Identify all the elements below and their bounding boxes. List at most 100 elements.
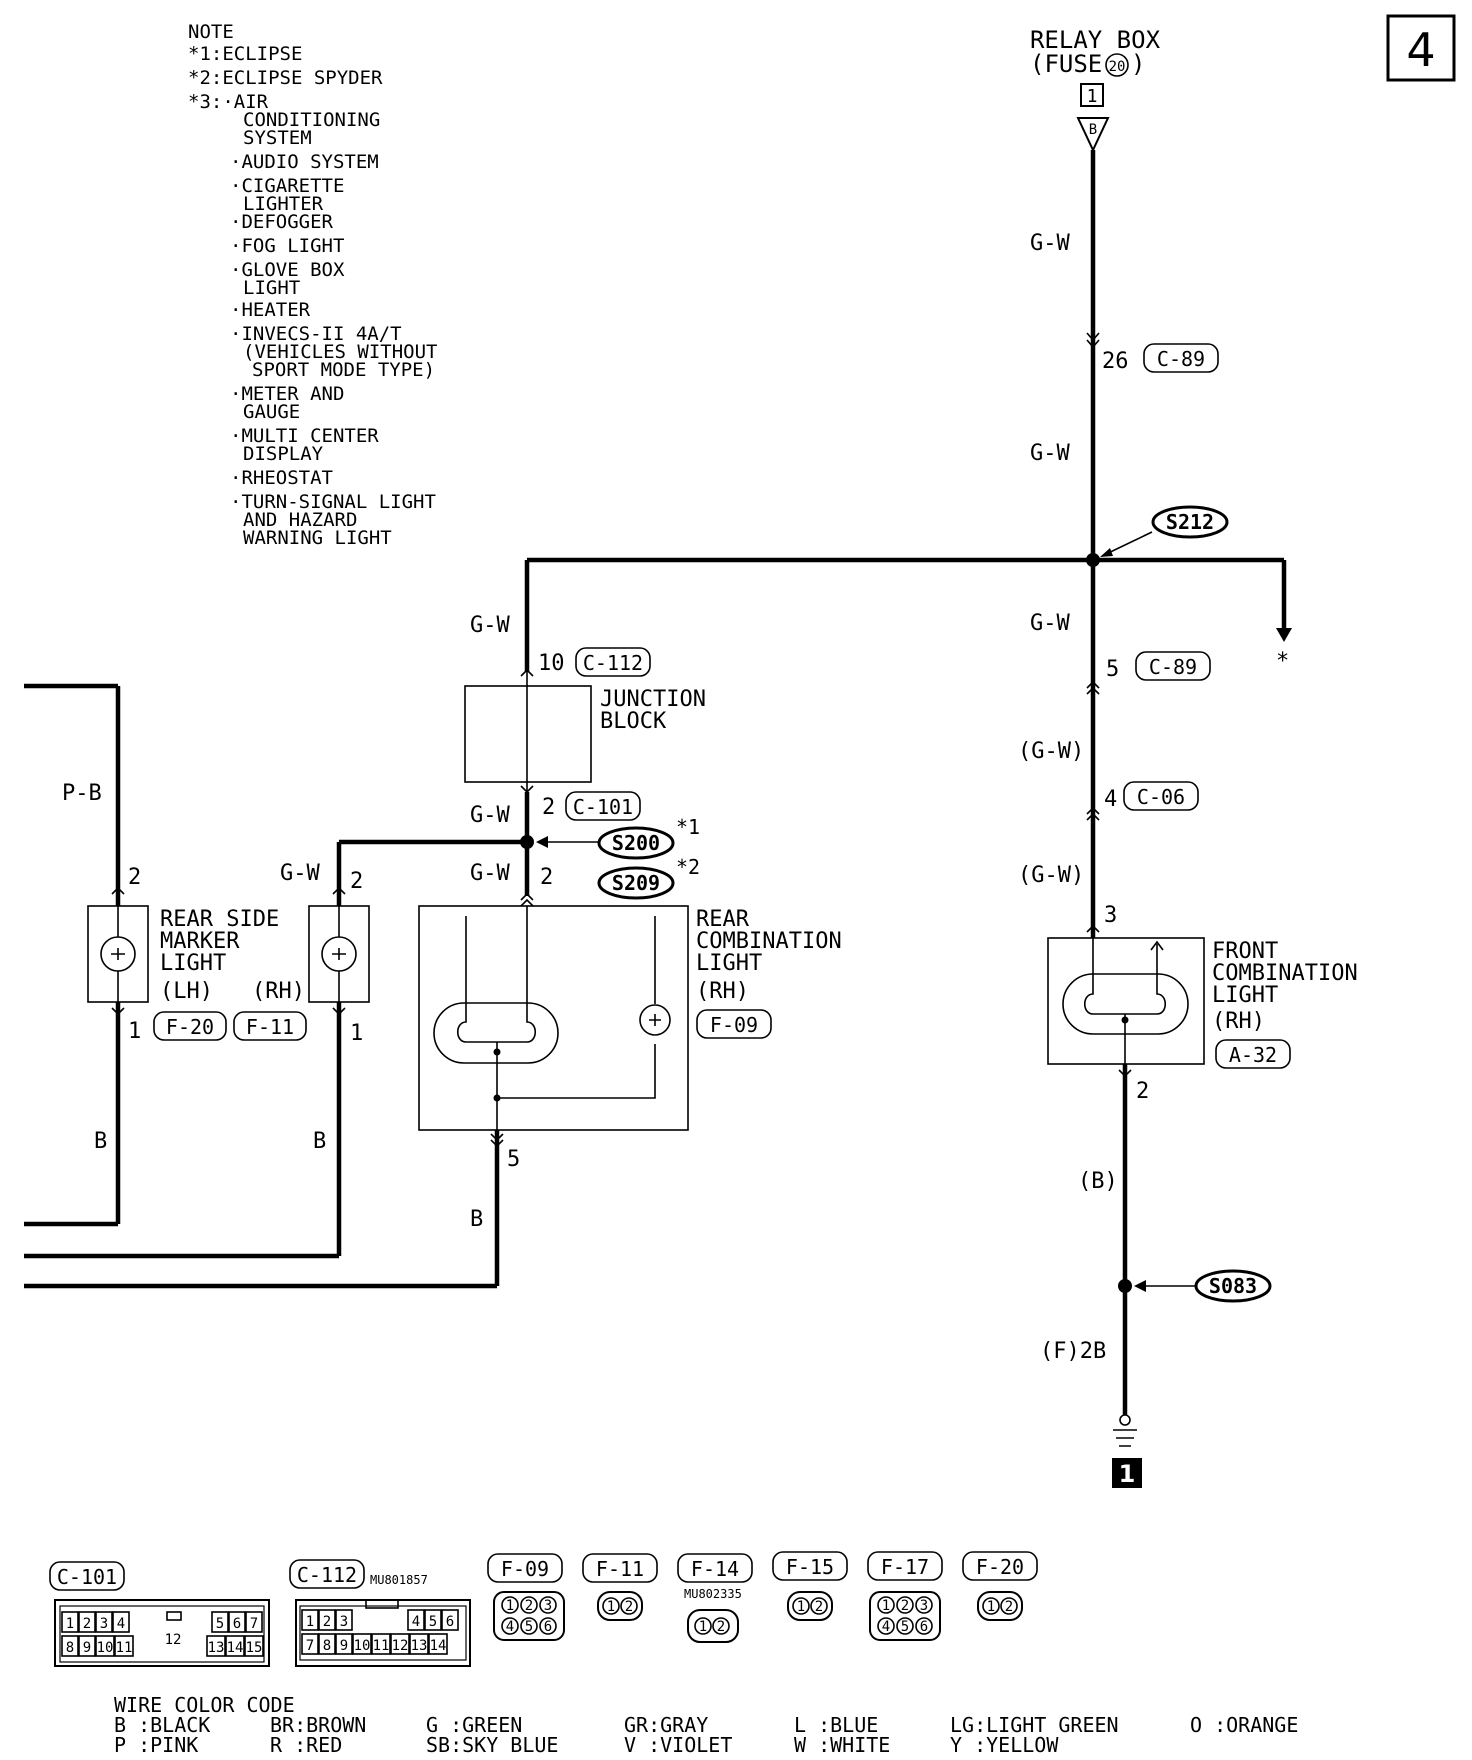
pin-label: 1	[607, 1599, 615, 1615]
connector-chevron	[1086, 332, 1100, 349]
f09-pins: 1 2 3 4 5 6	[501, 1596, 557, 1635]
splice-s083-arrowhead	[1134, 1280, 1146, 1292]
connector-chevron	[1086, 806, 1100, 821]
connector-f20: F-20	[166, 1015, 214, 1039]
pin-label: 2	[717, 1619, 725, 1635]
pin-5: 5	[1106, 657, 1119, 682]
pin-circle	[712, 1617, 730, 1635]
pin-label: 2	[815, 1599, 823, 1615]
connector-tag-f11	[582, 1553, 658, 1583]
wire-color-code-title: WIRE COLOR CODE	[114, 1693, 295, 1717]
pin-label: 4	[882, 1619, 890, 1635]
rh-label: (RH)	[252, 979, 305, 1004]
color-code: L :BLUE	[794, 1713, 878, 1737]
note-line: ·HEATER	[230, 299, 311, 321]
pin-label: 14	[430, 1638, 447, 1654]
star-arrowhead	[1276, 628, 1292, 642]
connector-tag-f17	[867, 1551, 943, 1581]
pin-4: 4	[1104, 787, 1117, 812]
connector-f09: F-09	[501, 1557, 549, 1581]
color-code: SB:SKY BLUE	[426, 1733, 558, 1757]
wire-label-gw: G-W	[1030, 441, 1070, 466]
note-line: SPORT MODE TYPE)	[252, 359, 435, 381]
pin-label: 5	[901, 1619, 909, 1635]
connector-chevron	[520, 668, 534, 677]
splice-ref-2: *2	[676, 855, 700, 879]
note-line: ·INVECS-II 4A/T	[230, 323, 402, 345]
ground-number: 1	[1119, 1460, 1136, 1488]
pin-label: 1	[66, 1616, 74, 1632]
pin-circle	[1000, 1597, 1018, 1615]
note-line: ·MULTI CENTER	[230, 425, 379, 447]
pin-label: 2	[1005, 1599, 1013, 1615]
wire-label-gw: G-W	[470, 803, 510, 828]
pin-10: 10	[538, 651, 565, 676]
pin-label: 1	[882, 1598, 890, 1614]
note-line: ·GLOVE BOX	[230, 259, 345, 281]
note-line: GAUGE	[243, 401, 300, 423]
wire-label-b-paren: (B)	[1078, 1169, 1118, 1194]
connector-a32: A-32	[1229, 1043, 1277, 1067]
note-line: *2:ECLIPSE SPYDER	[188, 67, 383, 89]
pin-circle	[602, 1597, 620, 1615]
pin-label: 7	[306, 1638, 314, 1654]
connector-c101: C-101	[57, 1565, 117, 1589]
connector-chevron	[520, 892, 534, 907]
note-line: WARNING LIGHT	[243, 527, 392, 549]
color-code: GR:GRAY	[624, 1713, 708, 1737]
connector-view-f20	[977, 1591, 1023, 1621]
color-code: BR:BROWN	[270, 1713, 366, 1737]
note-line: (VEHICLES WITHOUT	[243, 341, 437, 363]
connector-tag-f20	[153, 1011, 227, 1041]
pin-label: 11	[116, 1640, 133, 1656]
wire-label-gw-paren: (G-W)	[1018, 863, 1084, 888]
splice-s083-badge	[1194, 1269, 1272, 1303]
pin-label: 15	[246, 1640, 263, 1656]
note-line: ·TURN-SIGNAL LIGHT	[230, 491, 436, 513]
color-code: G :GREEN	[426, 1713, 522, 1737]
wire-label-gw: G-W	[280, 861, 320, 886]
color-code: V :VIOLET	[624, 1733, 732, 1757]
rear-combination-label: REAR	[696, 907, 750, 932]
pin-label: 6	[446, 1614, 454, 1630]
junction-block-label: BLOCK	[600, 709, 667, 734]
connector-f11: F-11	[596, 1557, 644, 1581]
connector-view-f15	[787, 1591, 833, 1621]
splice-s212: S212	[1166, 510, 1214, 534]
pin-2: 2	[542, 795, 555, 820]
pin-label: 12	[165, 1632, 182, 1648]
pin-label: 5	[216, 1616, 224, 1632]
pin-label: 2	[83, 1616, 91, 1632]
c101-pins: 1 2 3 4 5 6 7 8 9 10 11 12 13 14 15	[61, 1611, 264, 1657]
pin-label: 13	[411, 1638, 428, 1654]
connector-tag-f11	[233, 1011, 307, 1041]
connector-tag-c89	[1135, 651, 1211, 681]
pin-label: 5	[525, 1619, 533, 1635]
connector-views: C-101 1 2 3 4 5 6 7 8 9 10 11 12 13 14 1…	[49, 1551, 1038, 1667]
pin-label: 10	[354, 1638, 371, 1654]
pin-label: 11	[373, 1638, 390, 1654]
connector-c89: C-89	[1157, 347, 1205, 371]
note-line: *3:·AIR	[188, 91, 269, 113]
f17-pins: 1 2 3 4 5 6	[877, 1596, 933, 1635]
connector-f11: F-11	[246, 1015, 294, 1039]
splice-ref-1: *1	[676, 815, 700, 839]
rear-combination-label: (RH)	[696, 979, 749, 1004]
note-line: SYSTEM	[243, 127, 312, 149]
connector-tag-c112	[575, 647, 651, 677]
relay-connector-mark: B	[1089, 122, 1097, 138]
front-combination-label: FRONT	[1212, 939, 1278, 964]
star-ref: *	[1276, 649, 1289, 674]
rear-combination-label: LIGHT	[696, 951, 762, 976]
connector-tag-f15	[772, 1551, 848, 1581]
rear-combination-light	[418, 905, 689, 1131]
relay-terminal-number: 1	[1087, 86, 1098, 107]
pin-label: 14	[227, 1640, 244, 1656]
connector-view-c112-inner	[299, 1605, 467, 1661]
rear-side-marker-label: LIGHT	[160, 951, 226, 976]
color-code: LG:LIGHT GREEN	[950, 1713, 1119, 1737]
wire-label-b: B	[94, 1129, 107, 1154]
pin-1: 1	[350, 1021, 363, 1046]
pin-label: 4	[506, 1619, 514, 1635]
pin-circle	[620, 1597, 638, 1615]
